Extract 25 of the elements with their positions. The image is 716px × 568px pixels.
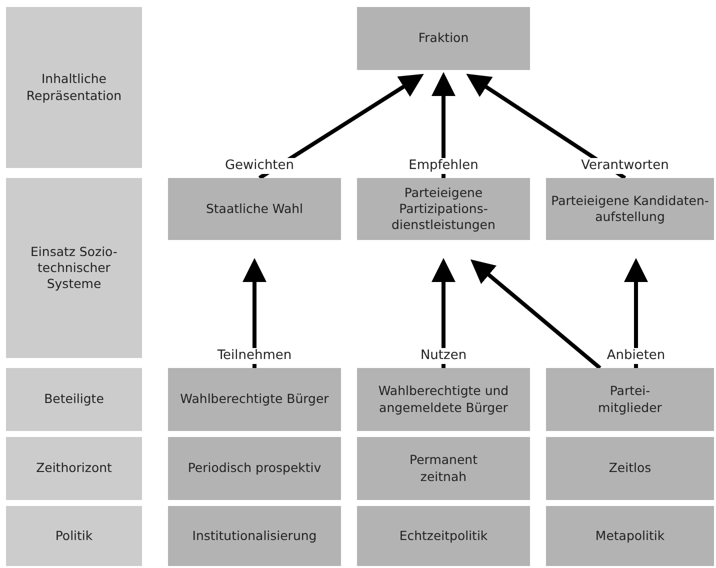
- arrow: [432, 72, 456, 178]
- category-box: Institutionalisierung: [168, 506, 341, 566]
- category-box: Partei- mitglieder: [546, 368, 714, 431]
- arrow: [242, 258, 266, 368]
- category-box: Echtzeitpolitik: [357, 506, 530, 566]
- category-box: Staatliche Wahl: [168, 178, 341, 240]
- arrow: [470, 259, 602, 370]
- row-header-box: Zeithorizont: [6, 437, 142, 500]
- category-box: Wahlberechtigte und angemeldete Bürger: [357, 368, 530, 431]
- category-box: Metapolitik: [546, 506, 714, 566]
- category-box: Wahlberechtigte Bürger: [168, 368, 341, 431]
- row-header-box: Politik: [6, 506, 142, 566]
- category-box: Fraktion: [357, 7, 530, 70]
- arrow: [466, 74, 626, 180]
- category-box: Parteieigene Kandidaten- aufstellung: [546, 178, 714, 240]
- row-header-box: Beteiligte: [6, 368, 142, 431]
- category-box: Permanent zeitnah: [357, 437, 530, 500]
- category-box: Zeitlos: [546, 437, 714, 500]
- row-header-box: Einsatz Sozio- technischer Systeme: [6, 178, 142, 358]
- category-box: Parteieigene Partizipations- dienstleistungen: [357, 178, 530, 240]
- arrow: [258, 74, 424, 180]
- arrow: [624, 258, 648, 368]
- category-box: Periodisch prospektiv: [168, 437, 341, 500]
- arrow: [432, 258, 456, 368]
- row-header-box: Inhaltliche Repräsentation: [6, 7, 142, 168]
